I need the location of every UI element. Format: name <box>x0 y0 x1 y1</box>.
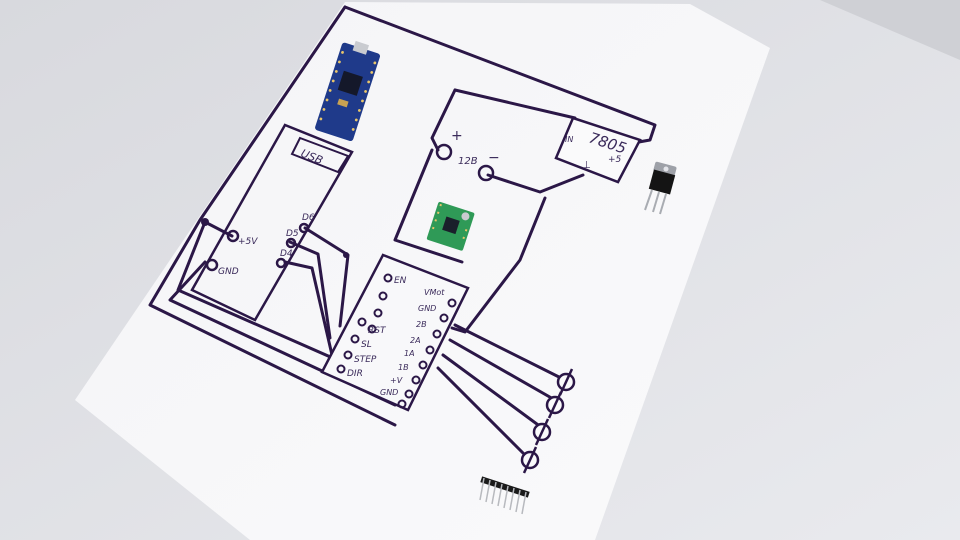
regulator-gnd: ⊥ <box>582 160 591 171</box>
pin-label-d5: D5 <box>286 229 299 239</box>
driver-pin-step: STEP <box>354 355 377 365</box>
to220-regulator <box>644 161 677 215</box>
arduino-nano-board <box>315 40 380 142</box>
supply-plus: + <box>451 128 463 144</box>
power-supply-symbol: + − 12B <box>435 128 500 182</box>
stepper-driver-module <box>426 201 475 251</box>
pin-header <box>479 476 530 515</box>
ink-wires <box>148 5 657 462</box>
driver-pin-gnd-bottom: GND <box>380 388 398 397</box>
driver-outline: EN RST SL STEP DIR VMot GND 2B 2A 1A 1B … <box>320 253 470 412</box>
driver-pin-1b: 1B <box>398 363 409 372</box>
pin-label-gnd: GND <box>218 267 239 277</box>
driver-pin-dir: DIR <box>347 369 363 379</box>
driver-pin-rst: RST <box>368 326 387 336</box>
driver-pin-vmot: VMot <box>424 288 445 297</box>
driver-pin-1a: 1A <box>404 349 415 358</box>
pin-label-d6: D6 <box>302 213 315 223</box>
pin-label-d4: D4 <box>280 249 293 259</box>
regulator-in: IN <box>565 135 573 144</box>
supply-voltage: 12B <box>458 156 478 167</box>
driver-pin-2b: 2B <box>416 320 427 329</box>
driver-pin-sl: SL <box>361 340 372 350</box>
regulator-box: 7805 IN +5 ⊥ <box>554 116 642 184</box>
driver-pin-2a: 2A <box>410 336 421 345</box>
pin-label-5v: +5V <box>238 237 258 247</box>
driver-pin-en: EN <box>394 276 407 286</box>
motor-coil-terminals <box>520 372 576 470</box>
table-shadow-corner <box>820 0 960 60</box>
motor-coil-bars <box>522 368 574 474</box>
driver-pin-plusv: +V <box>390 376 403 385</box>
supply-minus: − <box>488 150 500 166</box>
driver-pin-gnd-top: GND <box>418 304 436 313</box>
regulator-out: +5 <box>608 155 622 165</box>
junction-dots <box>201 218 349 258</box>
